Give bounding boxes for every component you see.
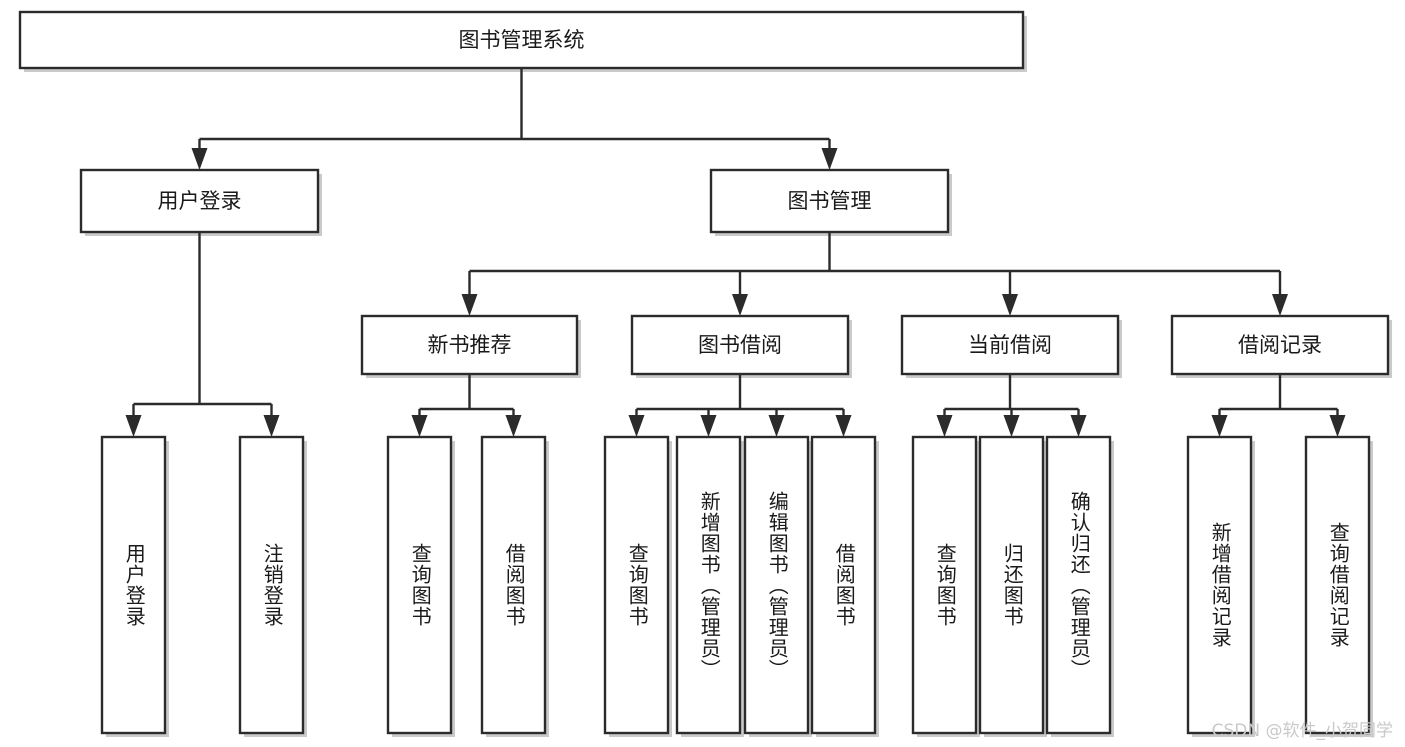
leaf-node-box-5[interactable] [675,435,742,735]
level2-node-label-1: 图书管理 [788,189,872,213]
arrow-to-leaf-1-0 [411,415,428,437]
level3-node-label-3: 借阅记录 [1238,333,1322,357]
leaf-node-box-0[interactable] [100,435,167,735]
level2-node-label-0: 用户登录 [158,189,242,213]
csdn-watermark: CSDN @软件_小贺同学 [1211,721,1393,741]
arrow-to-leaf-0-1 [263,415,280,437]
root-node-label: 图书管理系统 [459,28,585,52]
arrow-to-level2-1 [821,148,838,170]
level3-node-box-3[interactable] [1170,314,1390,376]
leaf-node-box-7[interactable] [810,435,877,735]
level3-node-label-2: 当前借阅 [968,333,1052,357]
leaf-node-box-10[interactable] [1045,435,1112,735]
leaf-node-box-2[interactable] [386,435,453,735]
connector-layer [125,68,1346,437]
level3-node-label-1: 图书借阅 [698,333,782,357]
arrow-to-level2-0 [191,148,208,170]
leaf-node-box-1[interactable] [238,435,305,735]
level3-node-box-1[interactable] [630,314,850,376]
arrow-to-leaf-4-0 [1211,415,1228,437]
leaf-node-box-12[interactable] [1304,435,1371,735]
level2-node-box-0[interactable] [79,168,320,234]
level3-node-box-2[interactable] [900,314,1120,376]
arrow-to-leaf-2-0 [628,415,645,437]
arrow-to-leaf-0-0 [125,415,142,437]
arrow-to-leaf-1-1 [505,415,522,437]
node-box-layer [18,10,1390,735]
arrow-to-leaf-2-1 [700,415,717,437]
leaf-node-box-9[interactable] [978,435,1045,735]
arrow-to-leaf-4-1 [1329,415,1346,437]
level3-node-box-0[interactable] [360,314,579,376]
arrow-to-level3-0 [461,294,478,316]
leaf-node-box-8[interactable] [911,435,978,735]
leaf-node-box-4[interactable] [603,435,670,735]
arrow-to-level3-1 [732,294,748,316]
arrow-to-level3-3 [1272,294,1288,316]
level3-node-label-0: 新书推荐 [428,333,512,357]
level2-node-box-1[interactable] [709,168,950,234]
arrow-to-level3-2 [1002,294,1018,316]
leaf-node-box-11[interactable] [1186,435,1253,735]
leaf-node-box-6[interactable] [743,435,810,735]
arrow-to-leaf-2-3 [835,415,852,437]
arrow-to-leaf-3-1 [1003,415,1020,437]
root-node-box[interactable] [18,10,1025,70]
leaf-node-box-3[interactable] [480,435,547,735]
arrow-to-leaf-2-2 [768,415,785,437]
arrow-to-leaf-3-0 [936,415,953,437]
arrow-to-leaf-3-2 [1070,415,1087,437]
